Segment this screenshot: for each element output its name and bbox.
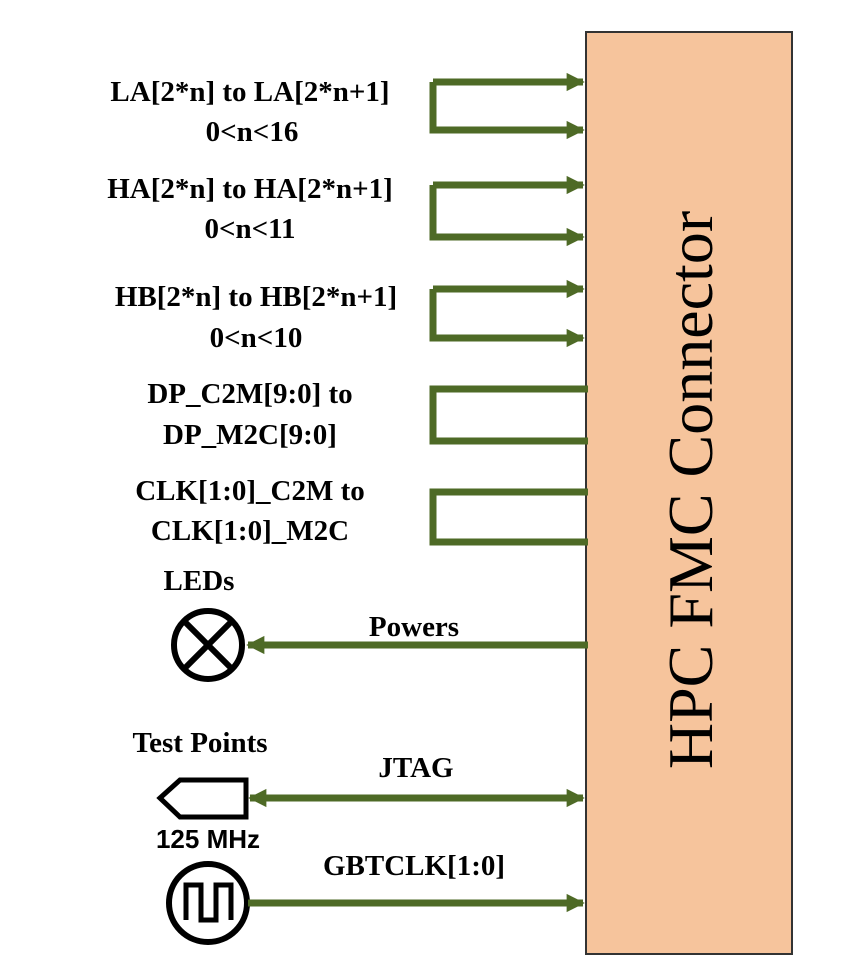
- loopback-hb-label: HB[2*n] to HB[2*n+1]: [115, 281, 397, 313]
- powers-label: Powers: [369, 611, 459, 643]
- loopback-clk-label: CLK[1:0]_C2M to: [135, 475, 365, 507]
- loopback-hb-wire-branch-1: [429, 289, 585, 348]
- lamp-icon: [171, 608, 245, 682]
- loopback-dp-label-2: DP_M2C[9:0]: [163, 419, 337, 451]
- loopback-clk-label-2: CLK[1:0]_M2C: [151, 515, 349, 547]
- loopback-hb: HB[2*n] to HB[2*n+1] 0<n<10: [115, 279, 585, 354]
- clock-label: 125 MHz: [156, 824, 260, 854]
- loopback-hb-range: 0<n<10: [210, 322, 303, 354]
- loopback-ha-wire-branch-1: [429, 185, 585, 247]
- clock-group: 125 MHz GBTCLK[1:0]: [156, 824, 585, 945]
- gbtclk-label: GBTCLK[1:0]: [323, 850, 505, 882]
- loopback-la-wire-branch-1: [429, 82, 585, 140]
- loopback-ha-label: HA[2*n] to HA[2*n+1]: [107, 173, 393, 205]
- leds-label: LEDs: [164, 565, 235, 597]
- loopback-la-label: LA[2*n] to LA[2*n+1]: [110, 76, 389, 108]
- square-wave-oscillator-icon: [166, 861, 250, 945]
- loopback-dp: DP_C2M[9:0] to DP_M2C[9:0]: [147, 378, 588, 451]
- fmc-connector-block: [585, 31, 793, 955]
- loopback-dp-wire: [429, 385, 588, 445]
- loopback-dp-label: DP_C2M[9:0] to: [147, 378, 352, 410]
- test-points-group: Test Points JTAG: [132, 727, 585, 820]
- connector-label: HPC FMC Connector: [655, 211, 726, 769]
- loopback-clk: CLK[1:0]_C2M to CLK[1:0]_M2C: [135, 475, 588, 547]
- loopback-la-range: 0<n<16: [206, 116, 299, 148]
- loopback-ha-range: 0<n<11: [204, 213, 295, 245]
- connector-tag-icon: [156, 777, 249, 820]
- leds-group: LEDs Powers: [164, 565, 588, 682]
- jtag-label: JTAG: [378, 752, 453, 784]
- loopback-ha: HA[2*n] to HA[2*n+1] 0<n<11: [107, 173, 585, 247]
- test-points-label: Test Points: [132, 727, 267, 759]
- loopback-la: LA[2*n] to LA[2*n+1] 0<n<16: [110, 72, 585, 148]
- loopback-clk-wire: [429, 488, 588, 546]
